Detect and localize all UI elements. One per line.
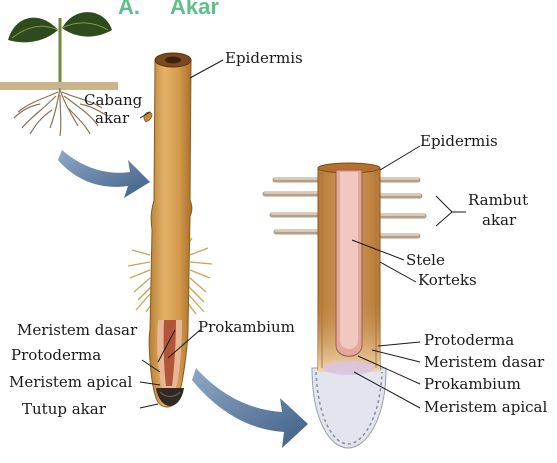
label-epidermis-right: Epidermis (420, 133, 498, 149)
label-rambut-akar-line2: akar (482, 212, 516, 228)
section-title: Akar (170, 0, 219, 20)
right-root (265, 163, 424, 448)
arrow-icon (58, 150, 150, 198)
label-meristem-dasar-right: Meristem dasar (424, 354, 544, 370)
label-cabang-akar-line1: Cabang (84, 92, 142, 108)
label-stele: Stele (406, 252, 445, 268)
label-protoderma-right: Protoderma (424, 332, 514, 348)
label-rambut-akar-line1: Rambut (468, 192, 528, 208)
label-meristem-apical-left: Meristem apical (9, 374, 132, 390)
label-meristem-apical-right: Meristem apical (424, 399, 547, 415)
label-cabang-akar-line2: akar (95, 110, 129, 126)
label-tutup-akar: Tutup akar (22, 401, 106, 417)
label-korteks: Korteks (418, 272, 477, 288)
label-meristem-dasar-left: Meristem dasar (17, 322, 137, 338)
label-protoderma-left: Protoderma (11, 347, 101, 363)
arrow-icon (192, 368, 308, 448)
label-epidermis-left: Epidermis (225, 50, 303, 66)
section-letter: A. (118, 0, 140, 20)
label-prokambium-right: Prokambium (424, 376, 521, 392)
label-prokambium-left: Prokambium (198, 319, 295, 335)
